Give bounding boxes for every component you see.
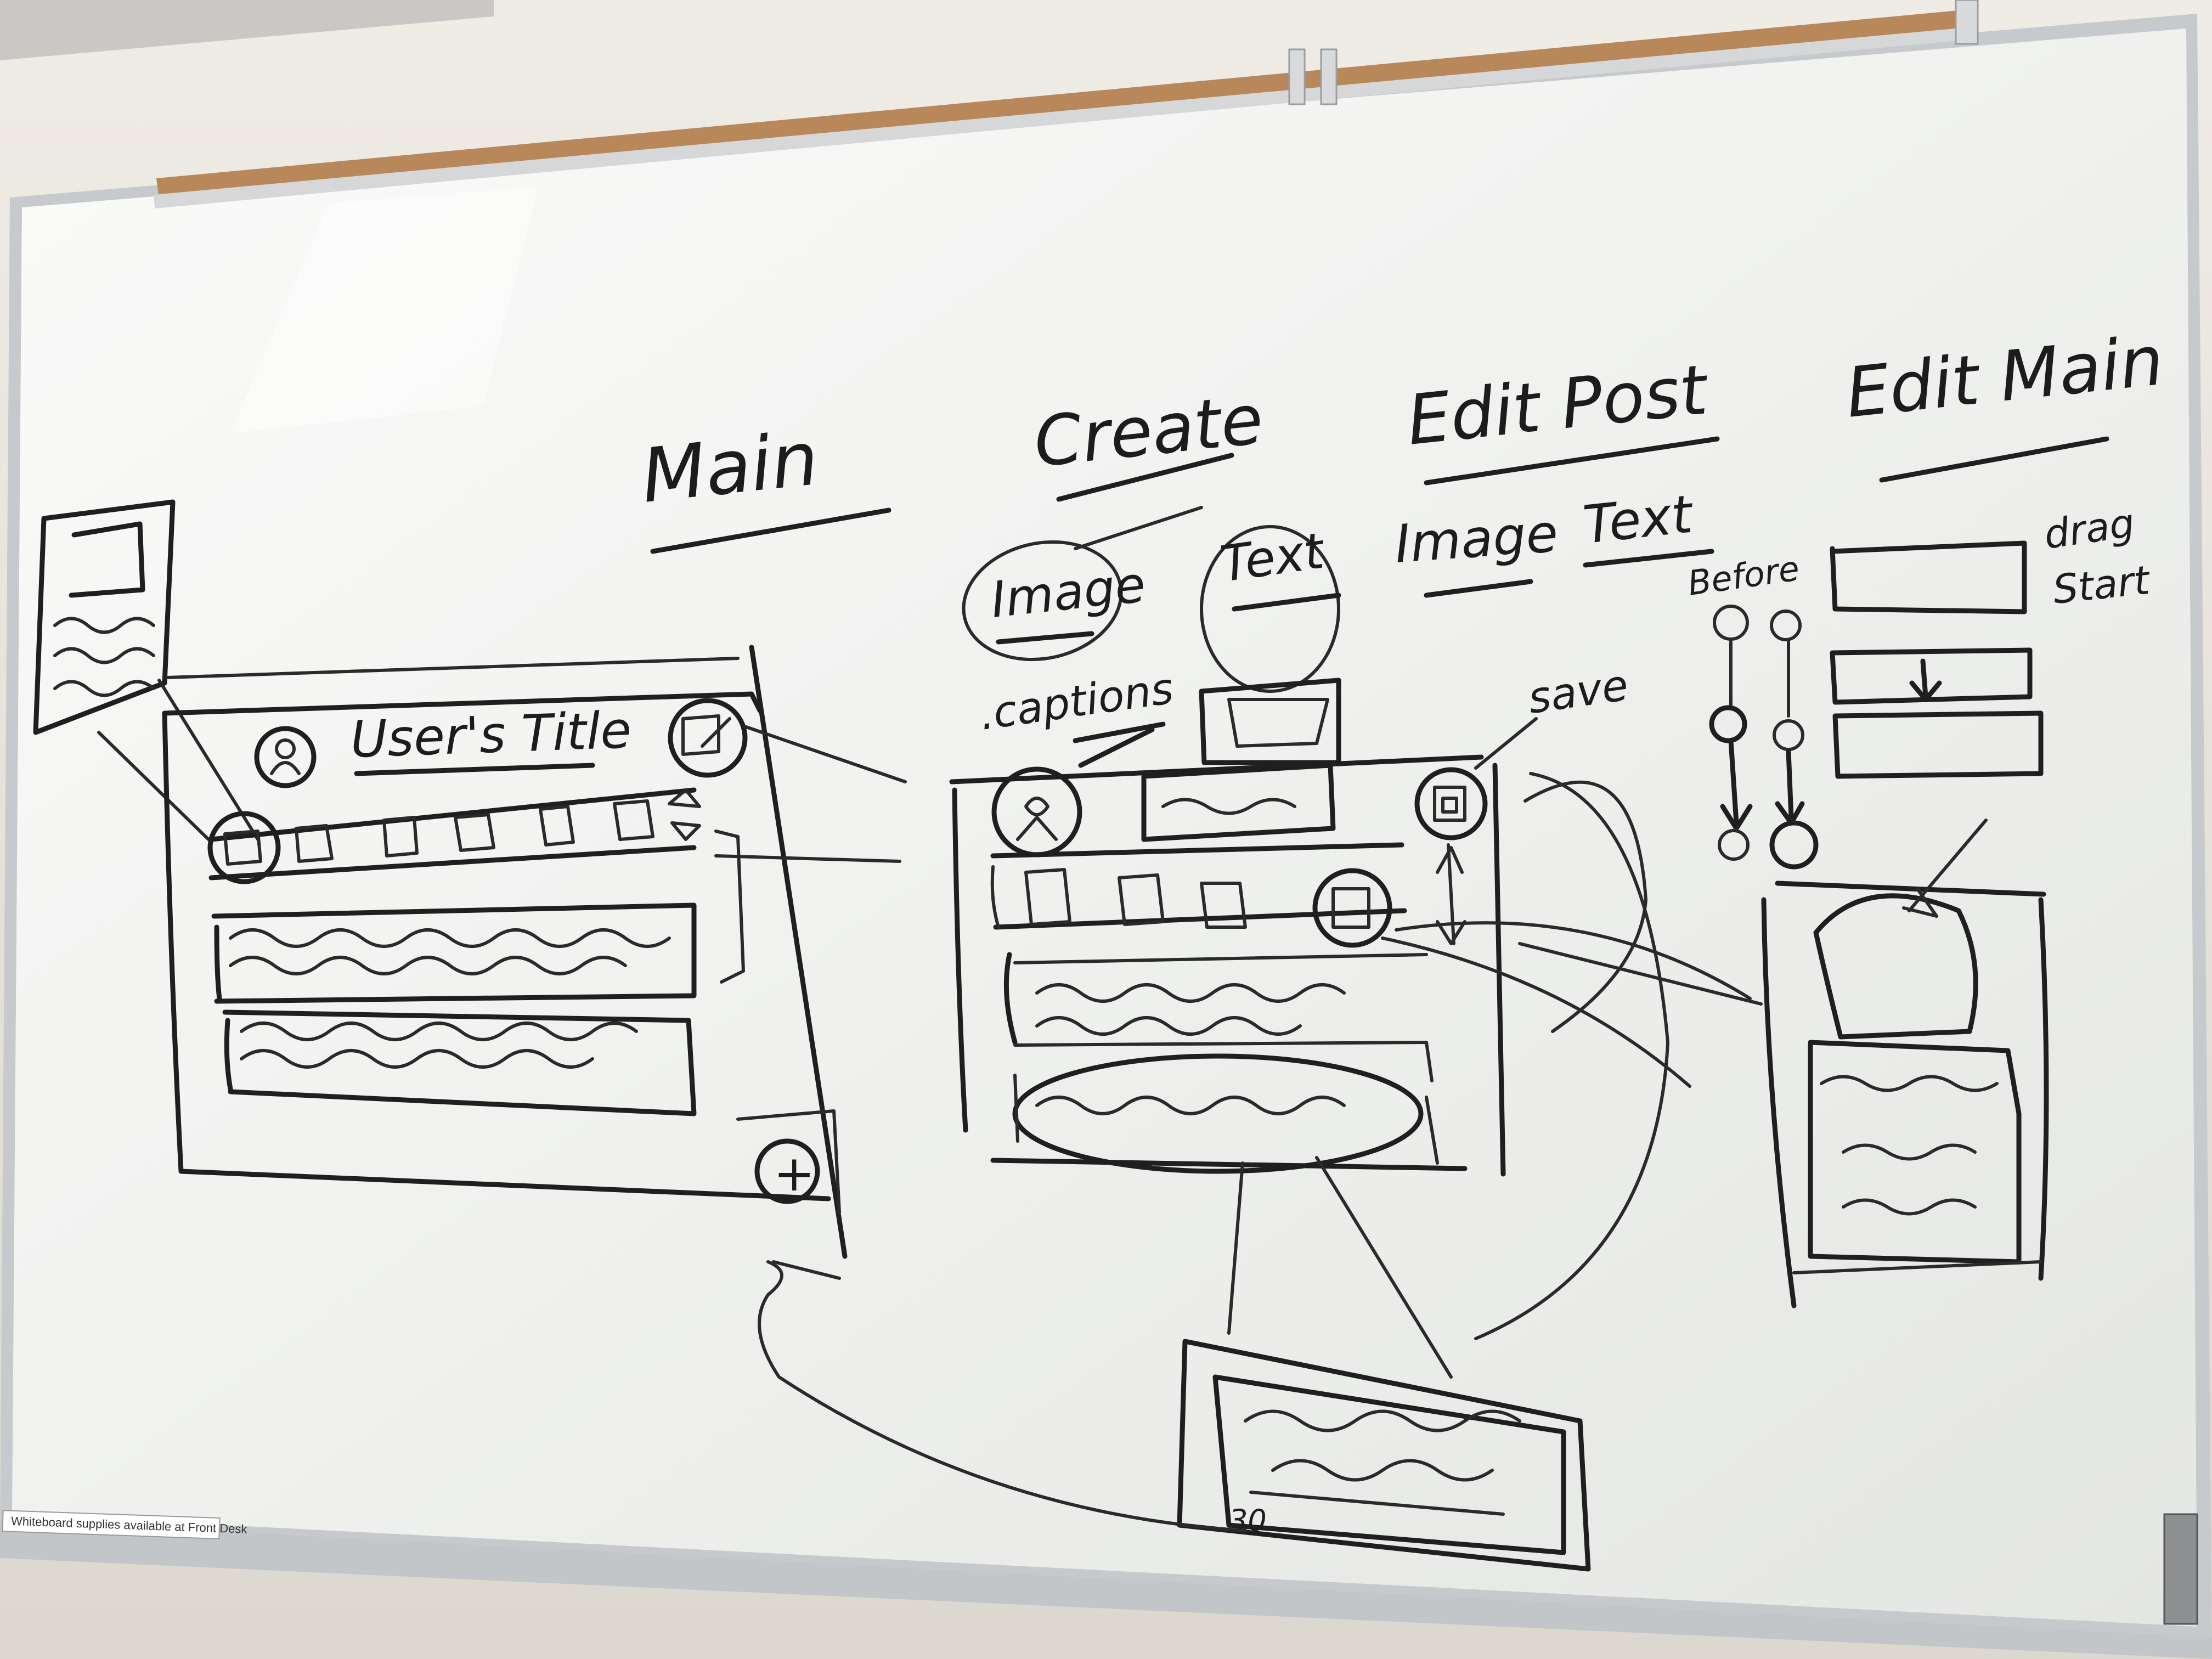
board-glare (230, 187, 538, 433)
main-add-button (754, 1138, 820, 1204)
main-sketch: User's Title + (33, 499, 907, 1259)
edit-main-start: Start (2051, 557, 2153, 613)
marker-tray (0, 1520, 2212, 1659)
clip-mid (1320, 48, 1338, 105)
wall-ledge (0, 0, 494, 60)
bottom-counter: 30 (1229, 1503, 1267, 1538)
create-save-icon (1414, 767, 1488, 840)
create-sketch: Image Text .captions save (949, 506, 1752, 1340)
cork-rail (154, 27, 1970, 208)
board-surface (12, 29, 2197, 1627)
cork-strip (156, 10, 1967, 200)
heading-main-group: Main (637, 415, 891, 554)
heading-main: Main (637, 415, 822, 520)
clip-left (1288, 48, 1306, 105)
main-avatar-icon (254, 726, 317, 788)
edit-post-image-option: Image (1393, 503, 1560, 574)
clip-right (1955, 0, 1979, 45)
main-edit-icon (668, 698, 748, 778)
main-user-title: User's Title (349, 701, 633, 769)
edit-post-sketch: Image Text (1393, 484, 1714, 598)
main-add-symbol: + (774, 1145, 815, 1203)
sticker (2, 1510, 221, 1540)
bottom-sketch: 30 (758, 1156, 1591, 1572)
edit-post-text-option: Text (1581, 484, 1697, 556)
eraser (2163, 1513, 2198, 1625)
